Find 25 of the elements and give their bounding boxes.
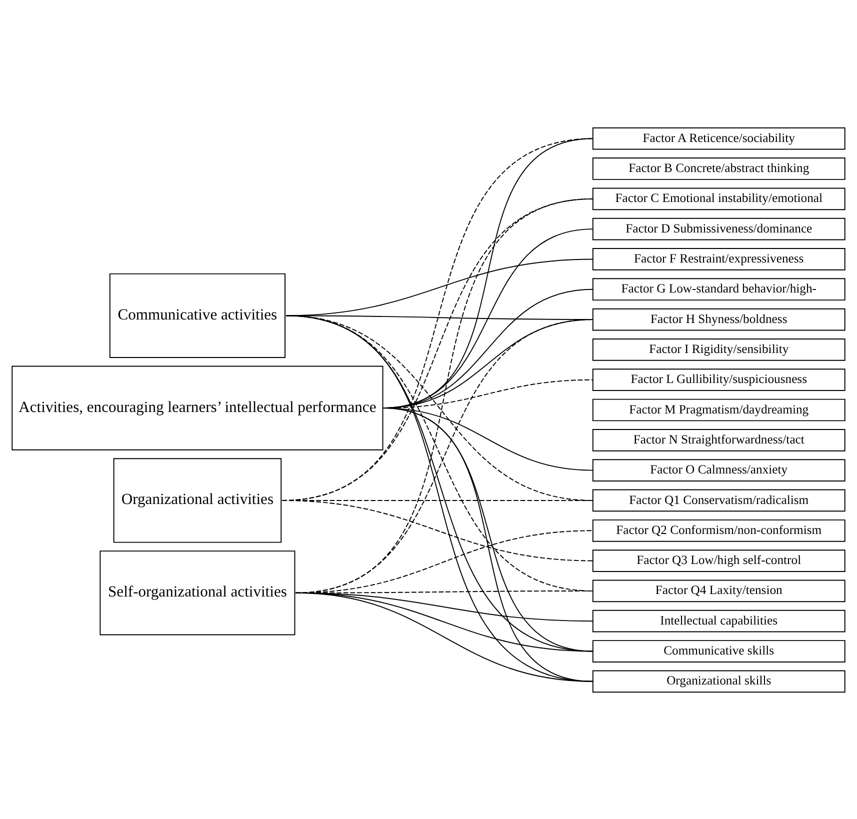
node-box: Factor Q3 Low/high self-control	[592, 549, 846, 572]
node-box: Factor I Rigidity/sensibility	[592, 338, 846, 360]
node-box: Factor F Restraint/expressiveness	[592, 248, 846, 270]
node-box: Factor C Emotional instability/emotional	[592, 187, 846, 210]
node-box: Factor B Concrete/abstract thinking	[592, 157, 846, 180]
node-box: Communicative activities	[109, 272, 286, 358]
node-box: Factor N Straightforwardness/tact	[592, 428, 846, 451]
node-box: Organizational activities	[113, 458, 282, 542]
node-box: Organizational skills	[592, 670, 846, 692]
node-box: Self-organizational activities	[100, 550, 296, 635]
node-box: Activities, encouraging learners’ intellectual performance	[12, 365, 384, 450]
node-box: Factor Q4 Laxity/tension	[592, 579, 846, 602]
connector	[282, 499, 594, 561]
connector	[295, 592, 594, 682]
node-box: Factor M Pragmatism/daydreaming	[592, 398, 846, 421]
node-box: Factor O Calmness/anxiety	[592, 458, 846, 481]
node-box: Communicative skills	[592, 640, 846, 662]
node-box: Factor Q2 Conformism/non-conformism	[592, 518, 846, 542]
node-box: Factor L Gullibility/suspiciousness	[592, 368, 846, 391]
node-box: Factor H Shyness/boldness	[592, 308, 846, 330]
node-box: Intellectual capabilities	[592, 609, 846, 632]
node-box: Factor D Submissiveness/dominance	[592, 217, 846, 240]
node-box: Factor A Reticence/sociability	[592, 126, 846, 150]
node-box: Factor Q1 Conservatism/radicalism	[592, 488, 846, 512]
node-box: Factor G Low-standard behavior/high-	[592, 278, 846, 300]
